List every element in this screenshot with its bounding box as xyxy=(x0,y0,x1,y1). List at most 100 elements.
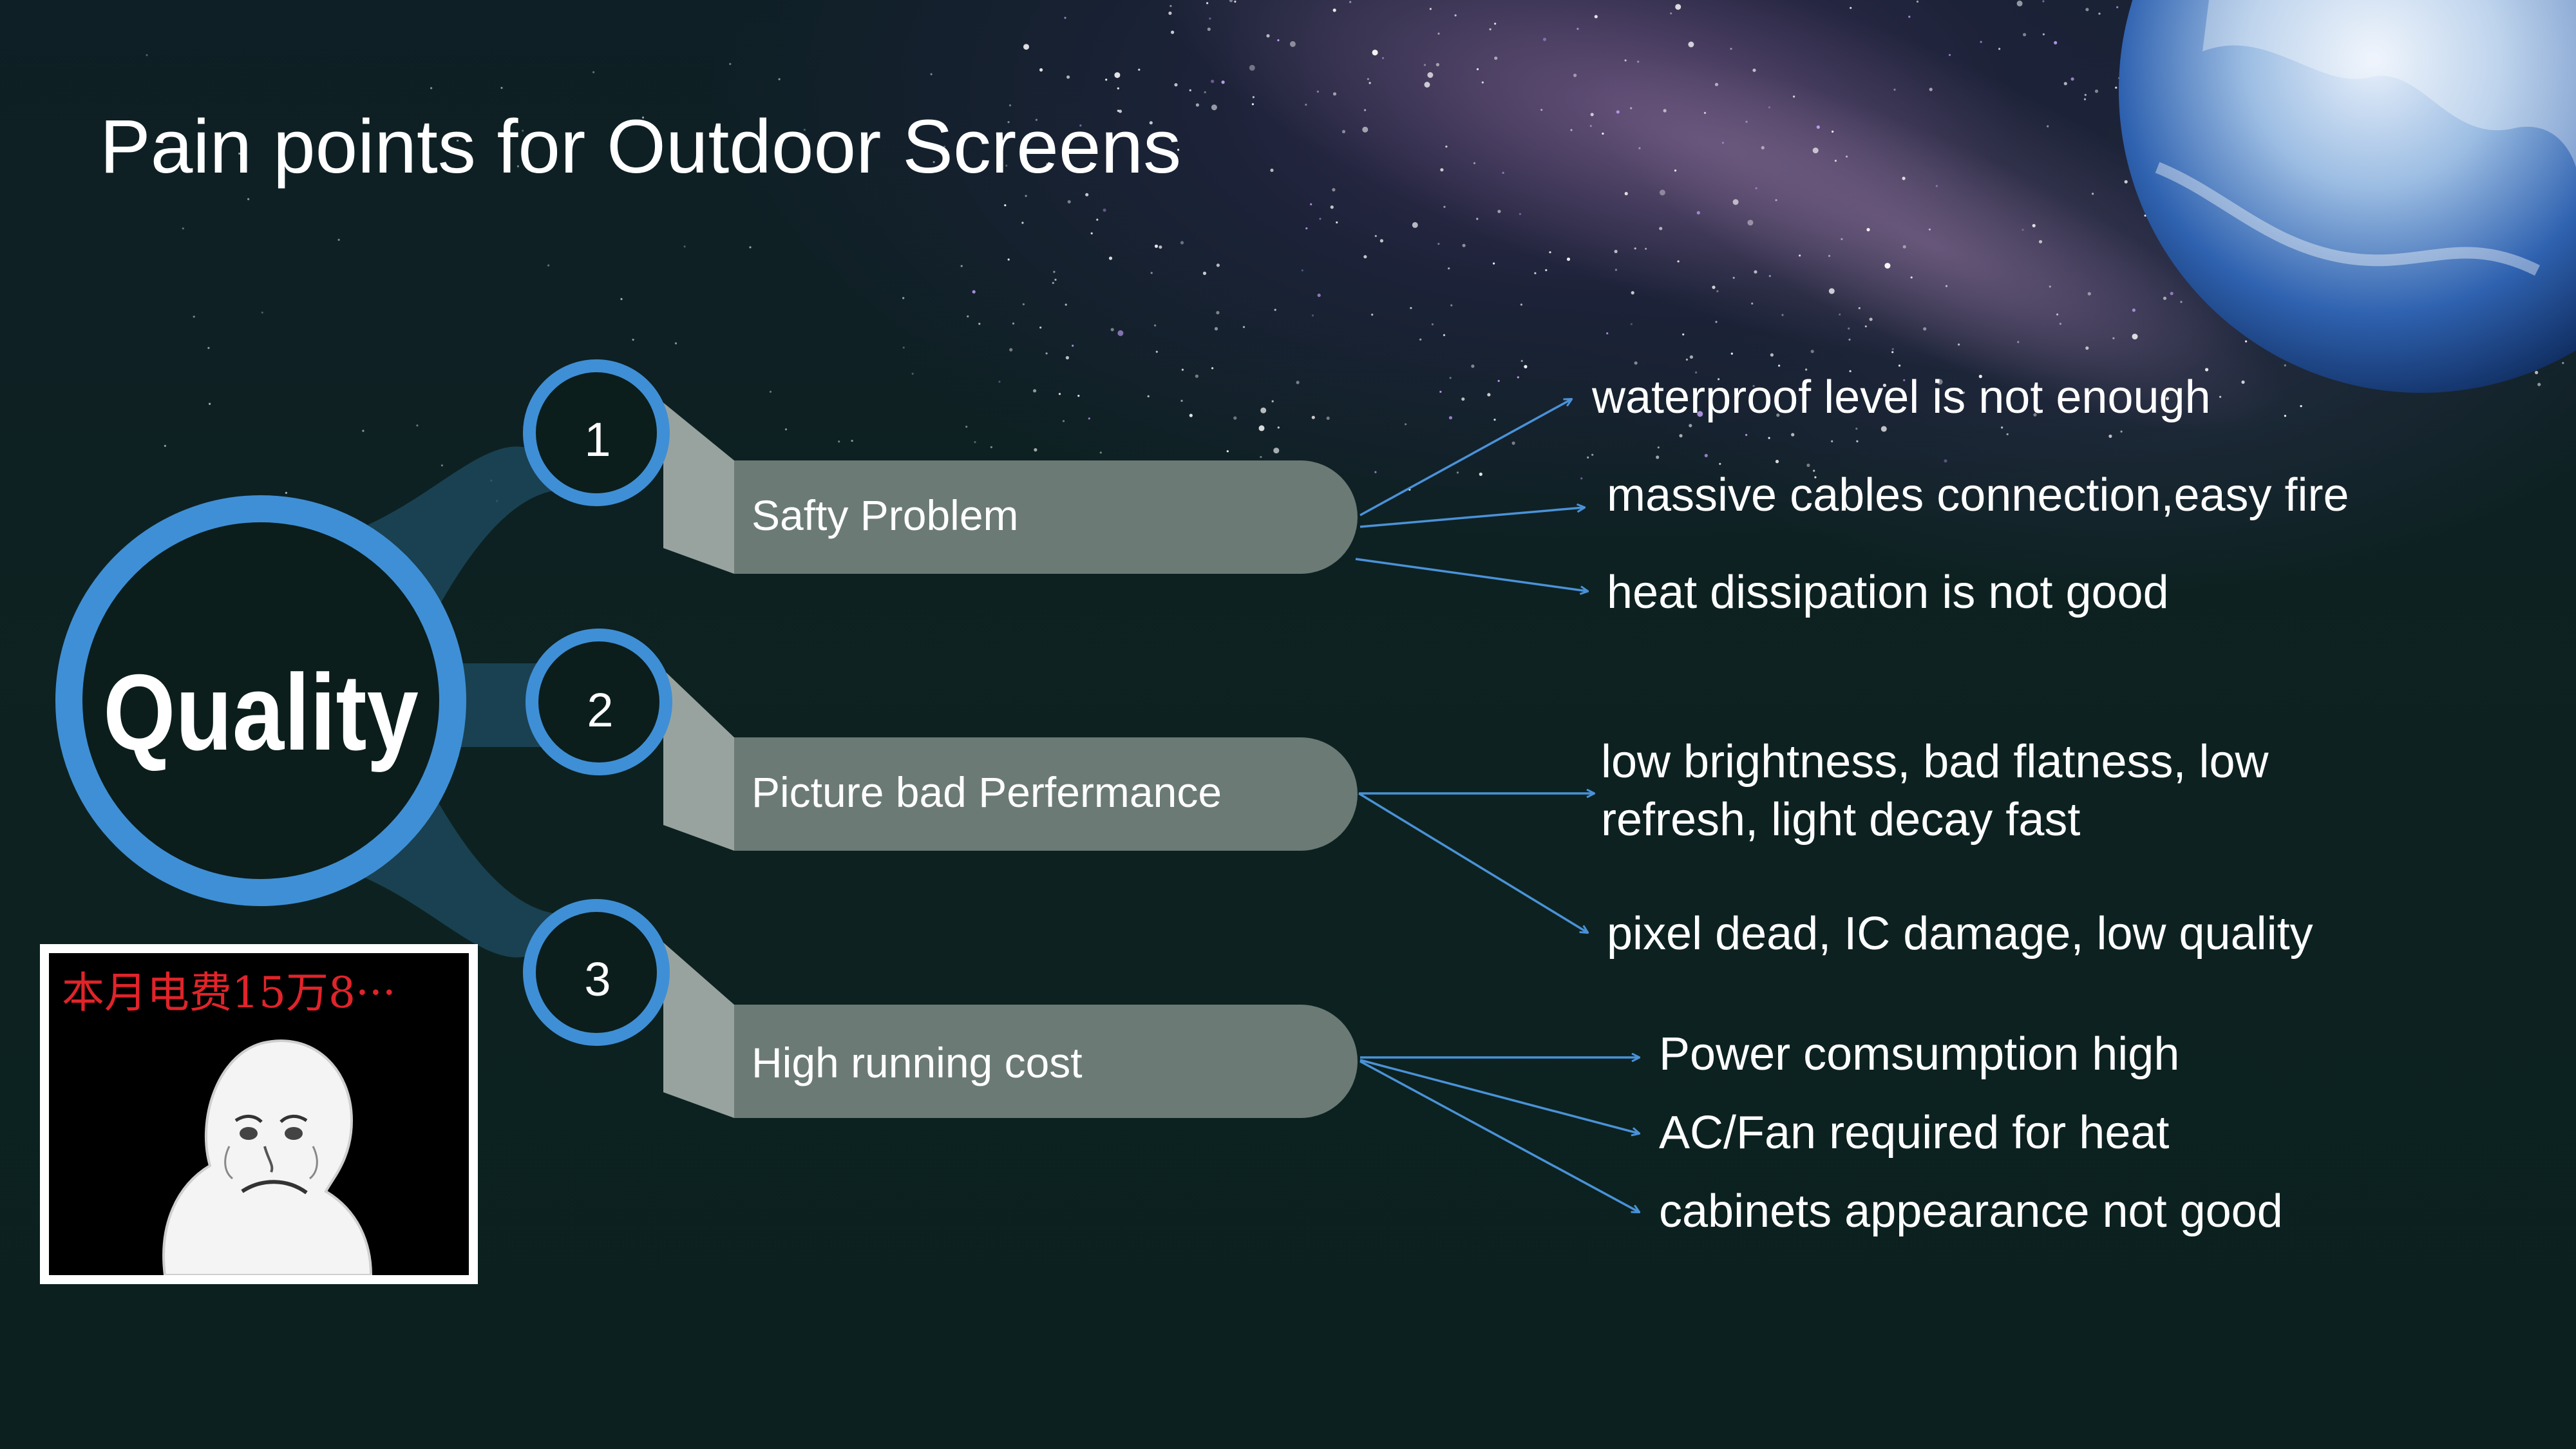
star xyxy=(1009,104,1012,107)
star xyxy=(1670,12,1672,15)
branch-label-2: Picture bad Perfermance xyxy=(752,768,1222,816)
star xyxy=(1025,194,1027,197)
star xyxy=(1251,103,1254,106)
star xyxy=(1072,345,1074,347)
star xyxy=(1216,310,1220,315)
star xyxy=(2180,301,2183,303)
star xyxy=(1168,11,1172,15)
star xyxy=(1841,238,1843,240)
star xyxy=(1864,325,1867,328)
star xyxy=(1577,28,1579,30)
star xyxy=(1214,327,1218,331)
star xyxy=(2144,214,2146,217)
star xyxy=(1476,218,1479,220)
star xyxy=(1732,199,1739,205)
star xyxy=(1234,0,1236,3)
star xyxy=(1252,96,1255,99)
star xyxy=(2042,33,2045,35)
star xyxy=(1656,455,1660,459)
star xyxy=(1070,133,1072,136)
star xyxy=(2124,180,2128,184)
star xyxy=(1494,56,1498,60)
star xyxy=(1730,48,1732,50)
star xyxy=(1064,17,1066,19)
star xyxy=(1440,168,1444,172)
star xyxy=(1427,72,1434,78)
star xyxy=(1697,411,1703,417)
point-1-3: heat dissipation is not good xyxy=(1607,567,2169,618)
star xyxy=(1007,258,1010,261)
branch-label-1: Safty Problem xyxy=(752,491,1019,539)
star xyxy=(1326,416,1330,421)
point-1-1: waterproof level is not enough xyxy=(1592,372,2211,423)
star xyxy=(1682,333,1685,336)
star xyxy=(261,311,263,314)
star xyxy=(1812,147,1819,154)
star xyxy=(1956,388,1959,390)
star xyxy=(1517,376,1519,379)
star xyxy=(1412,222,1418,228)
star xyxy=(972,290,976,294)
star xyxy=(1630,107,1633,109)
star xyxy=(1828,254,1831,257)
star xyxy=(1814,476,1817,478)
star xyxy=(1476,68,1479,71)
star xyxy=(1445,146,1448,148)
star xyxy=(1429,8,1432,10)
star xyxy=(1154,244,1159,248)
star xyxy=(641,116,645,119)
star xyxy=(1424,82,1430,88)
star xyxy=(632,338,634,341)
star xyxy=(1077,395,1080,397)
star xyxy=(440,464,444,467)
star xyxy=(1171,30,1175,34)
star xyxy=(2022,229,2024,231)
star xyxy=(1663,109,1667,113)
star xyxy=(1456,471,1459,474)
star xyxy=(1471,365,1475,368)
star xyxy=(2535,370,2539,375)
star xyxy=(1685,358,1688,361)
star xyxy=(998,381,1001,383)
star xyxy=(1170,5,1172,7)
star xyxy=(1962,392,1965,394)
star xyxy=(1367,78,1369,80)
star xyxy=(1180,241,1184,245)
star xyxy=(1903,379,1906,382)
star xyxy=(522,129,524,132)
star xyxy=(1362,126,1368,133)
star xyxy=(1211,367,1214,370)
star xyxy=(2023,33,2027,37)
star xyxy=(193,316,195,318)
star xyxy=(2163,296,2167,300)
star xyxy=(1805,368,1808,371)
star xyxy=(1566,257,1571,261)
star xyxy=(1296,381,1300,384)
point-2-1: low brightness, bad flatness, low refres… xyxy=(1601,736,2269,846)
star xyxy=(930,73,933,75)
star xyxy=(1085,193,1089,196)
star xyxy=(1107,171,1110,173)
star xyxy=(1751,302,1754,305)
star xyxy=(592,71,595,73)
star xyxy=(1088,417,1090,420)
milky-way-nebula-2 xyxy=(1579,56,2285,433)
star xyxy=(2087,292,2091,296)
star xyxy=(1793,95,1795,98)
star xyxy=(1755,187,1757,189)
star xyxy=(1719,462,1721,465)
star xyxy=(1448,416,1453,420)
star xyxy=(2205,368,2209,372)
star xyxy=(1330,205,1334,209)
star xyxy=(1114,72,1121,79)
meme-inner: 本月电费15万8··· xyxy=(49,953,469,1275)
star xyxy=(1118,109,1122,113)
star xyxy=(1929,88,1933,91)
star xyxy=(1775,199,1777,202)
branch-ring-1 xyxy=(523,359,670,506)
star xyxy=(2166,397,2170,401)
star xyxy=(1828,288,1835,294)
star xyxy=(1035,118,1037,121)
star xyxy=(1882,383,1886,387)
